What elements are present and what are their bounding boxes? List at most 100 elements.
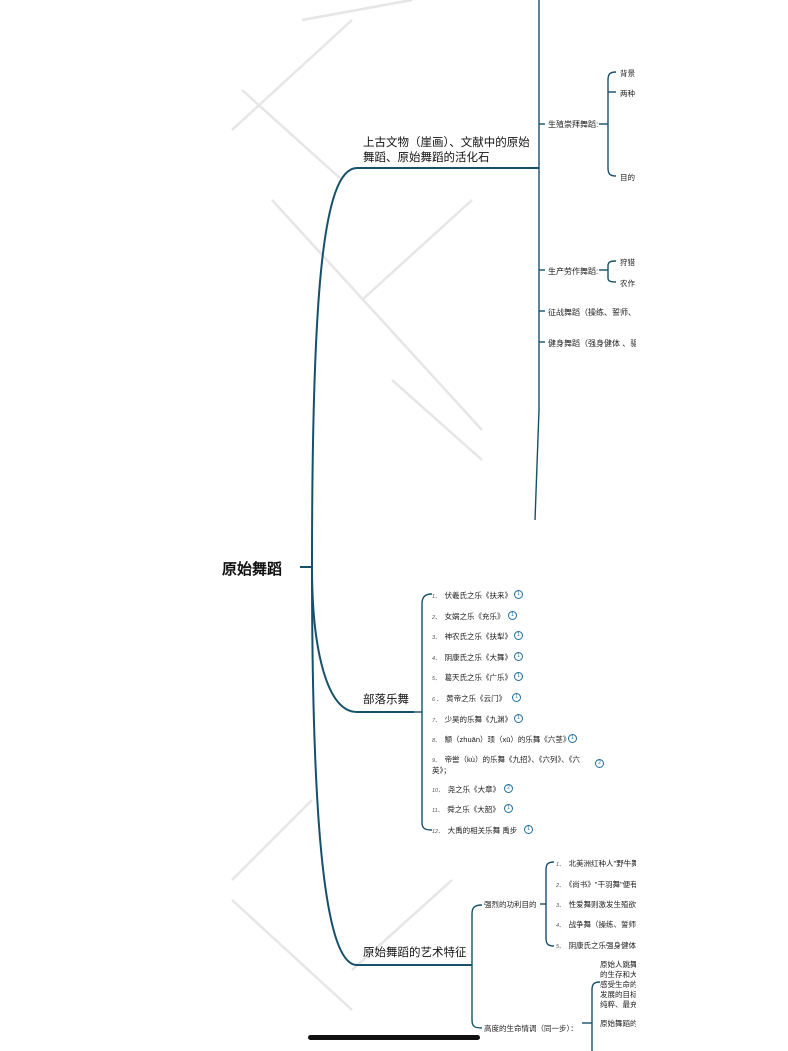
- item-label: 阴康氏之乐强身健体: [568, 941, 636, 950]
- root-label: 原始舞蹈: [222, 561, 283, 578]
- note-badge-icon[interactable]: 2: [504, 784, 513, 793]
- item-number: 1、: [556, 862, 565, 868]
- item-number: 5、: [432, 676, 441, 682]
- item-number: 4、: [556, 923, 565, 929]
- branch-title-line1: 上古文物（崖画）、文献中的原始: [363, 137, 530, 149]
- list-item[interactable]: 3、神农氏之乐《扶犁》: [432, 631, 512, 642]
- item-number: 9、: [432, 758, 441, 764]
- item-label: 帝喾（kù）的乐舞《九招》、《六列》、《六: [444, 755, 580, 764]
- node-utilitarian-purpose[interactable]: 强烈的功利目的: [484, 899, 537, 910]
- item-number: 7、: [432, 718, 441, 724]
- list-item[interactable]: 8、颛（zhuān）顼（xū）的乐舞《六茎》: [432, 734, 570, 745]
- list-item[interactable]: 11、舜之乐《大韶》: [432, 804, 500, 815]
- connector-lines: [231, 0, 617, 1051]
- item-text-line: 纯粹、最充: [600, 1000, 636, 1009]
- mindmap-canvas[interactable]: 原始舞蹈 上古文物（崖画）、文献中的原始 舞蹈、原始舞蹈的活化石 生殖崇拜舞蹈:…: [152, 0, 636, 1051]
- list-item[interactable]: 4、战争舞（操练、誓师、: [556, 919, 636, 930]
- item-number: 2、: [432, 615, 441, 621]
- item-label: 舜之乐《大韶》: [447, 805, 500, 814]
- note-badge-icon[interactable]: 2: [595, 759, 604, 768]
- left-margin: [0, 0, 153, 1051]
- branch-title: 原始舞蹈的艺术特征: [363, 947, 467, 959]
- item-label: 《尚书》"干羽舞"便有: [568, 880, 636, 889]
- item-text-line: 发展的目标: [600, 990, 636, 999]
- node-label: 生殖崇拜舞蹈:: [548, 120, 599, 129]
- list-item[interactable]: 2、《尚书》"干羽舞"便有: [556, 879, 636, 890]
- node-label: 生产劳作舞蹈:: [548, 267, 599, 276]
- item-text-line: 原始人跳舞: [600, 960, 636, 969]
- item-number: 4、: [432, 656, 441, 662]
- note-badge-icon[interactable]: 1: [514, 672, 523, 681]
- item-text-line: 的生存和大: [600, 970, 636, 979]
- note-badge-icon[interactable]: 1: [524, 825, 533, 834]
- list-item[interactable]: 1、伏羲氏之乐《扶来》: [432, 590, 512, 601]
- list-item[interactable]: 10、尧之乐《大章》: [432, 784, 500, 795]
- node-hunting[interactable]: 狩猎: [620, 257, 635, 268]
- node-label: 狩猎: [620, 258, 635, 267]
- item-label: 黄帝之乐《云门》: [446, 694, 507, 703]
- node-fertility-dance[interactable]: 生殖崇拜舞蹈:: [548, 119, 598, 130]
- list-item[interactable]: 5、葛天氏之乐《广乐》: [432, 672, 512, 683]
- item-number: 6 、: [432, 697, 443, 703]
- item-label: 尧之乐《大章》: [447, 785, 501, 794]
- item-number: 3、: [432, 635, 441, 641]
- list-item[interactable]: 9、帝喾（kù）的乐舞《九招》、《六列》、《六 英》；: [432, 755, 580, 775]
- list-item[interactable]: 4、阴康氏之乐《大舞》: [432, 652, 512, 663]
- item-number: 5、: [556, 944, 565, 950]
- item-label: 战争舞（操练、誓师、: [568, 920, 636, 929]
- note-badge-icon[interactable]: 1: [514, 652, 523, 661]
- list-item[interactable]: 6 、黄帝之乐《云门》: [432, 693, 506, 704]
- node-labor-dance[interactable]: 生产劳作舞蹈:: [548, 266, 598, 277]
- list-item[interactable]: 原始舞蹈的: [600, 1018, 636, 1029]
- note-badge-icon[interactable]: 1: [514, 631, 523, 640]
- node-purpose[interactable]: 目的: [620, 172, 635, 183]
- node-war-dance[interactable]: 征战舞蹈（操练、誓师、祝: [548, 307, 636, 318]
- item-label: 少昊的乐舞《九渊》: [444, 715, 513, 724]
- note-badge-icon[interactable]: 1: [512, 693, 521, 702]
- sub-branches: [414, 0, 617, 1051]
- item-number: 3、: [556, 903, 565, 909]
- node-background[interactable]: 背景: [620, 68, 635, 79]
- list-item[interactable]: 3、性爱舞则激发生殖欲望: [556, 899, 636, 910]
- item-label: 神农氏之乐《扶犁》: [444, 632, 513, 641]
- branch-tribal-music-dance[interactable]: 部落乐舞: [363, 693, 409, 708]
- item-label: 性爱舞则激发生殖欲望: [568, 900, 636, 909]
- list-item[interactable]: 2、女娲之乐《充乐》: [432, 611, 505, 622]
- note-badge-icon[interactable]: 1: [508, 611, 517, 620]
- list-item[interactable]: 7、少昊的乐舞《九渊》: [432, 714, 512, 725]
- item-label-continuation: 英》；: [432, 766, 451, 775]
- node-label: 高度的生命情调（同一步）：: [484, 1024, 578, 1033]
- list-item[interactable]: 5、阴康氏之乐强身健体: [556, 940, 636, 951]
- watermark-pattern: [231, 0, 483, 1011]
- root-node[interactable]: 原始舞蹈: [222, 558, 282, 579]
- node-farming[interactable]: 农作: [620, 278, 635, 289]
- note-badge-icon[interactable]: 1: [514, 590, 523, 599]
- node-fitness-dance[interactable]: 健身舞蹈（强身健体 、驱: [548, 338, 636, 349]
- item-number: 12、: [432, 829, 444, 835]
- item-label: 大禹的相关乐舞 禹步: [447, 826, 518, 835]
- note-badge-icon[interactable]: 1: [504, 804, 513, 813]
- item-number: 2、: [556, 883, 565, 889]
- note-badge-icon[interactable]: 1: [514, 714, 523, 723]
- node-label: 两种: [620, 89, 635, 98]
- branch-cultural-relics[interactable]: 上古文物（崖画）、文献中的原始 舞蹈、原始舞蹈的活化石: [363, 136, 530, 166]
- item-text-line: 感受生命的: [600, 980, 636, 989]
- list-item[interactable]: 1、北美洲红种人"野牛舞": [556, 858, 636, 869]
- list-item[interactable]: 12、大禹的相关乐舞 禹步: [432, 825, 517, 836]
- node-life-sentiment[interactable]: 高度的生命情调（同一步）：: [484, 1023, 578, 1034]
- item-number: 11、: [432, 808, 444, 814]
- note-badge-icon[interactable]: 1: [568, 734, 577, 743]
- list-item[interactable]: 原始人跳舞 的生存和大 感受生命的 发展的目标 纯粹、最充: [600, 960, 636, 1010]
- home-indicator[interactable]: [308, 1035, 480, 1040]
- node-label: 农作: [620, 279, 635, 288]
- node-label: 健身舞蹈（强身健体 、驱: [548, 339, 636, 348]
- item-label: 颛（zhuān）顼（xū）的乐舞《六茎》: [444, 735, 571, 744]
- item-label: 女娲之乐《充乐》: [444, 612, 505, 621]
- branch-title: 部落乐舞: [363, 694, 409, 706]
- node-two-kinds[interactable]: 两种: [620, 88, 635, 99]
- node-label: 背景: [620, 69, 635, 78]
- main-branches: [300, 167, 539, 966]
- node-label: 目的: [620, 173, 635, 182]
- item-number: 8、: [432, 738, 441, 744]
- branch-art-characteristics[interactable]: 原始舞蹈的艺术特征: [363, 946, 467, 961]
